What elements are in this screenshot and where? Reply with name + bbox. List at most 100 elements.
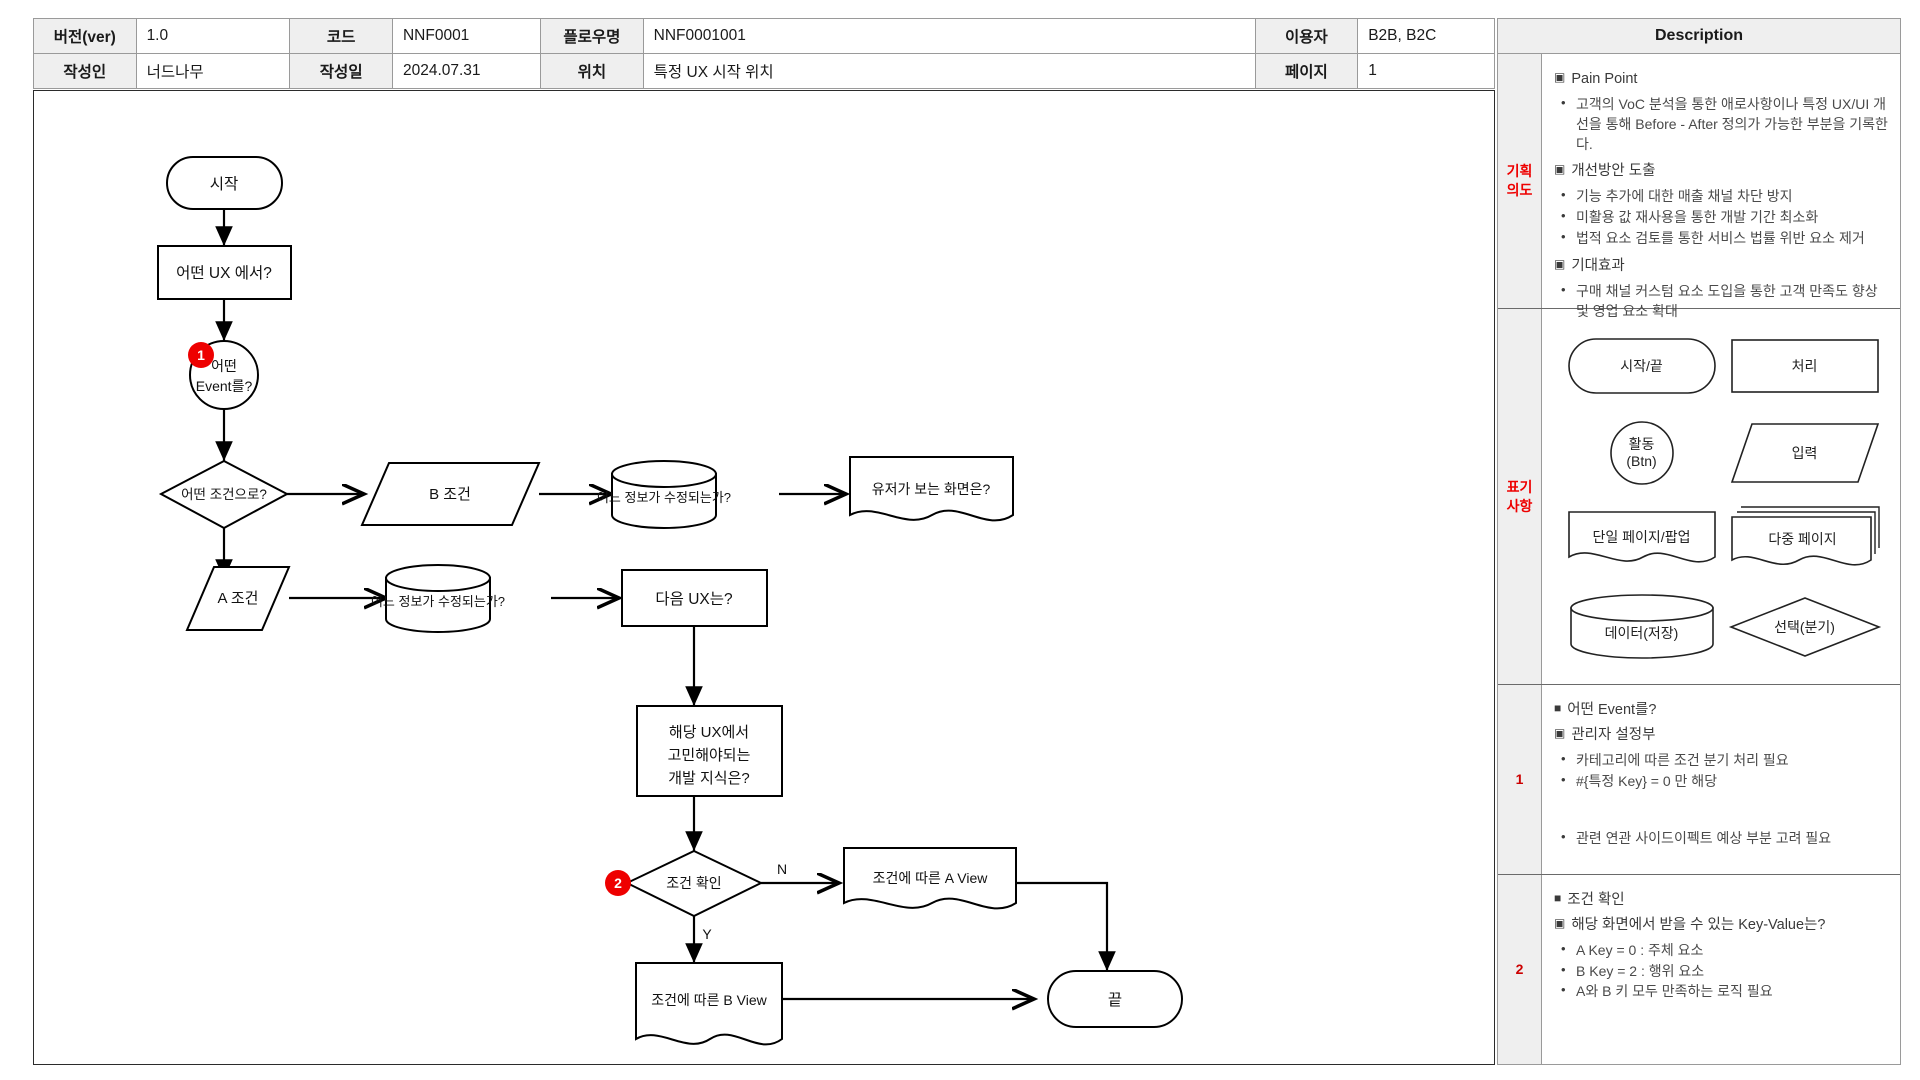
meta-row-1: 버전(ver) 1.0 코드 NNF0001 플로우명 NNF0001001 이… — [33, 18, 1495, 54]
node-data-b-shape — [611, 460, 717, 529]
description-section-note-2-body: ■ 조건 확인 ▣ 해당 화면에서 받을 수 있는 Key-Value는? A … — [1542, 875, 1900, 1064]
node-dev-knowledge-label-line1: 해당 UX에서 — [669, 724, 749, 741]
node-start-label: 시작 — [210, 175, 239, 193]
node-check-condition-shape — [624, 849, 764, 918]
intent-key-line1: 기획 — [1506, 163, 1533, 180]
heading-key-value: ▣ 해당 화면에서 받을 수 있는 Key-Value는? — [1554, 915, 1826, 933]
circle-activity-icon — [1609, 421, 1674, 485]
legend-item-activity: 활동 (Btn) — [1560, 410, 1723, 497]
legend-item-branch: 선택(분기) — [1723, 583, 1886, 670]
description-section-note-1-body: ■ 어떤 Event를? ▣ 관리자 설정부 카테고리에 따른 조건 분기 처리… — [1542, 685, 1900, 874]
document-meta-table: 버전(ver) 1.0 코드 NNF0001 플로우명 NNF0001001 이… — [33, 18, 1495, 89]
node-start-shape — [166, 156, 283, 210]
edge-label-no: N — [777, 861, 787, 877]
list-item: A와 B 키 모두 만족하는 로직 필요 — [1561, 981, 1888, 1002]
node-end-label: 끝 — [1108, 992, 1122, 1009]
flowchart-canvas: 시작 어떤 UX 에서? 어떤 Event를? 어떤 조건으로? B 조건 A … — [33, 90, 1495, 1065]
node-condition-a-label: A 조건 — [218, 590, 259, 607]
list-key-value: A Key = 0 : 주체 요소 B Key = 2 : 행위 요소 A와 B… — [1554, 940, 1888, 1003]
description-section-intent-key: 기획 의도 — [1498, 54, 1542, 308]
heading-which-event: ■ 어떤 Event를? — [1554, 701, 1657, 718]
square-open-icon: ▣ — [1554, 725, 1566, 740]
list-item: 고객의 VoC 분석을 통한 애로사항이나 특정 UX/UI 개선을 통해 Be… — [1561, 94, 1888, 155]
description-section-intent-body: ▣ Pain Point 고객의 VoC 분석을 통한 애로사항이나 특정 UX… — [1542, 54, 1900, 319]
description-panel: Description 기획 의도 ▣ Pain Point 고객의 VoC 분… — [1497, 18, 1901, 1065]
description-section-intent: 기획 의도 ▣ Pain Point 고객의 VoC 분석을 통한 애로사항이나… — [1498, 54, 1900, 319]
list-pain-point: 고객의 VoC 분석을 통한 애로사항이나 특정 UX/UI 개선을 통해 Be… — [1554, 94, 1888, 155]
node-user-view-label: 유저가 보는 화면은? — [872, 481, 991, 497]
meta-label-flowname: 플로우명 — [540, 18, 644, 54]
square-filled-icon: ■ — [1554, 701, 1562, 715]
meta-label-author: 작성인 — [33, 53, 137, 89]
heading-check-condition: ■ 조건 확인 — [1554, 891, 1625, 908]
document-icon — [1567, 511, 1716, 563]
node-which-condition-shape — [158, 459, 290, 530]
node-a-view-label: 조건에 따른 A View — [873, 870, 989, 886]
list-item: 기능 추가에 대한 매출 채널 차단 방지 — [1561, 186, 1888, 207]
square-filled-icon: ■ — [1554, 891, 1562, 905]
meta-value-user: B2B, B2C — [1357, 18, 1495, 54]
legend-item-input: 입력 — [1723, 410, 1886, 497]
node-which-condition-label: 어떤 조건으로? — [181, 487, 267, 502]
node-which-ux-label: 어떤 UX 에서? — [176, 264, 272, 282]
meta-value-code: NNF0001 — [391, 18, 542, 54]
square-open-icon: ▣ — [1554, 70, 1566, 84]
node-data-a-label: 어느 정보가 수정되는가? — [371, 594, 505, 609]
meta-label-version: 버전(ver) — [33, 18, 137, 54]
annotation-badge-1[interactable]: 1 — [188, 342, 214, 368]
meta-value-location: 특정 UX 시작 위치 — [642, 53, 1256, 89]
node-b-view-shape — [635, 962, 783, 1046]
intent-key-line2: 의도 — [1506, 182, 1533, 198]
legend-key-line2: 사항 — [1506, 497, 1533, 514]
meta-label-user: 이용자 — [1254, 18, 1359, 54]
meta-value-author: 너드나무 — [135, 53, 291, 89]
node-next-ux-shape — [621, 569, 768, 627]
node-which-event-label-line1: 어떤 — [211, 358, 237, 374]
node-end-shape — [1047, 970, 1183, 1028]
node-dev-knowledge-label-line2: 고민해야되는 — [668, 747, 751, 764]
description-section-legend-key: 표기 사항 — [1498, 309, 1542, 684]
diamond-icon — [1728, 596, 1881, 657]
legend-item-process: 처리 — [1723, 323, 1886, 410]
description-title: Description — [1498, 19, 1900, 54]
list-expected-effect: 구매 채널 커스텀 요소 도입을 통한 고객 만족도 향상 및 영업 요소 확대 — [1554, 281, 1888, 322]
annotation-badge-2[interactable]: 2 — [605, 870, 631, 896]
node-b-view-label: 조건에 따른 B View — [651, 992, 767, 1008]
node-dev-knowledge-shape — [636, 705, 783, 797]
square-open-icon: ▣ — [1554, 915, 1566, 930]
legend-item-multi-page: 다중 페이지 — [1723, 497, 1886, 584]
meta-label-date: 작성일 — [289, 53, 393, 89]
node-condition-b-shape — [360, 462, 541, 526]
list-item: A Key = 0 : 주체 요소 — [1561, 940, 1888, 961]
process-icon — [1730, 339, 1879, 394]
edge-label-yes: Y — [702, 926, 712, 942]
heading-improvement: ▣ 개선방안 도출 — [1554, 162, 1656, 180]
list-item: 미활용 값 재사용을 통한 개발 기간 최소화 — [1561, 207, 1888, 228]
legend-grid: 시작/끝 처리 활동 (Btn) — [1560, 323, 1886, 670]
meta-label-page: 페이지 — [1254, 53, 1359, 89]
meta-value-date: 2024.07.31 — [391, 53, 542, 89]
meta-row-2: 작성인 너드나무 작성일 2024.07.31 위치 특정 UX 시작 위치 페… — [33, 53, 1495, 89]
node-dev-knowledge-label-line3: 개발 지식은? — [668, 770, 750, 787]
meta-label-code: 코드 — [289, 18, 393, 54]
node-which-event-label-line2: Event를? — [196, 378, 253, 394]
heading-pain-point: ▣ Pain Point — [1554, 70, 1638, 87]
list-item: 법적 요소 검토를 통한 서비스 법률 위반 요소 제거 — [1561, 228, 1888, 249]
meta-value-page: 1 — [1357, 53, 1495, 89]
description-section-legend: 표기 사항 시작/끝 처리 — [1498, 309, 1900, 685]
node-data-b-label: 어느 정보가 수정되는가? — [597, 490, 731, 505]
multidocument-icon — [1730, 506, 1880, 566]
list-item: B Key = 2 : 행위 요소 — [1561, 961, 1888, 982]
node-which-ux-shape — [157, 245, 292, 300]
list-item: 카테고리에 따른 조건 분기 처리 필요 — [1561, 750, 1888, 771]
node-a-view-shape — [843, 847, 1017, 910]
terminator-icon — [1567, 338, 1716, 395]
description-section-note-2: 2 ■ 조건 확인 ▣ 해당 화면에서 받을 수 있는 Key-Value는? … — [1498, 875, 1900, 1064]
database-icon — [1569, 593, 1714, 659]
heading-admin-settings: ▣ 관리자 설정부 — [1554, 725, 1656, 743]
meta-value-flowname: NNF0001001 — [642, 18, 1256, 54]
parallelogram-icon — [1730, 423, 1879, 483]
meta-value-version: 1.0 — [135, 18, 291, 54]
legend-item-database: 데이터(저장) — [1560, 583, 1723, 670]
